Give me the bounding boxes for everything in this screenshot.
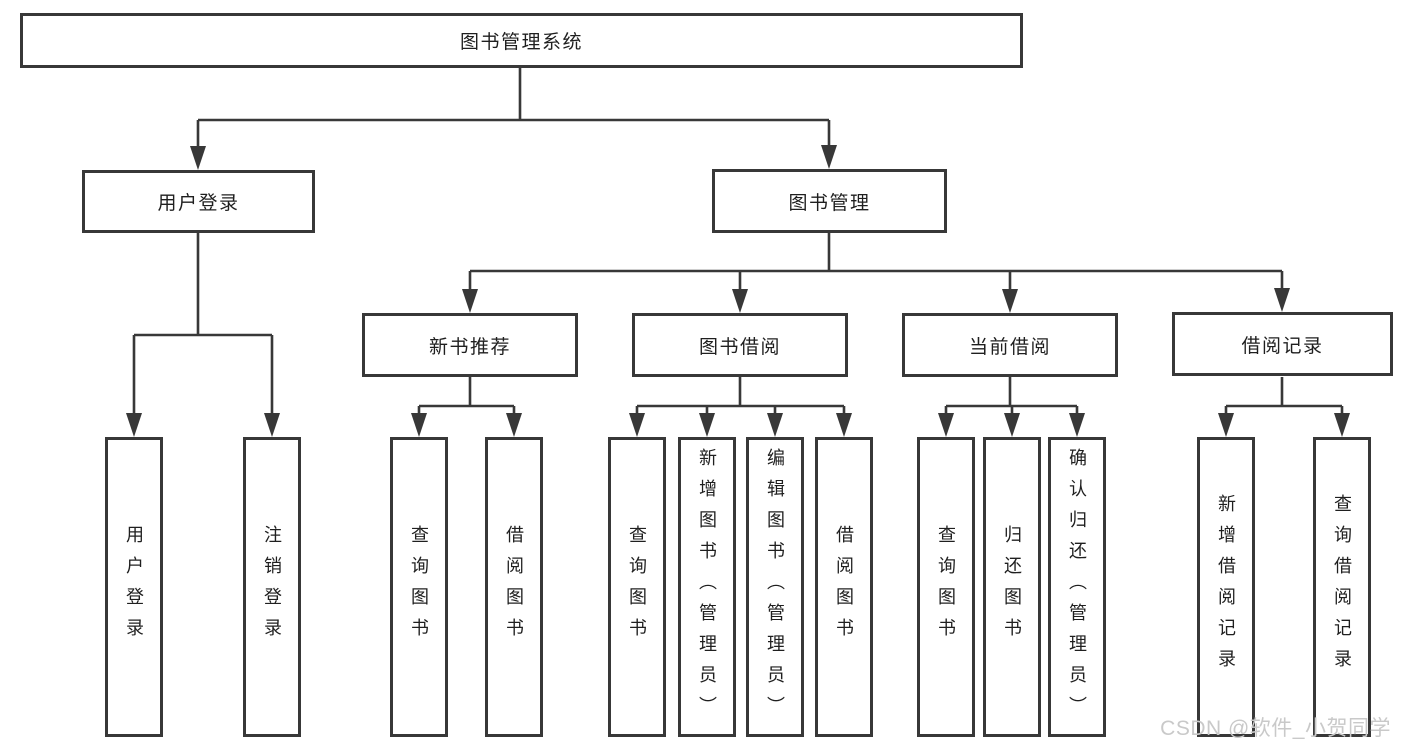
node-label: 当前借阅 — [968, 336, 1051, 358]
node-label: 查询图书 — [936, 525, 956, 649]
node-label: 注销登录 — [262, 525, 282, 649]
node-label: 新增图书（管理员） — [697, 447, 717, 727]
node-label: 查询图书 — [409, 525, 429, 649]
node-label: 借阅图书 — [504, 525, 524, 649]
leaf-edit-books-admin: 编辑图书（管理员） — [746, 437, 804, 737]
leaf-logout: 注销登录 — [243, 437, 301, 737]
leaf-query-books-recommend: 查询图书 — [390, 437, 448, 737]
leaf-borrow-books-recommend: 借阅图书 — [485, 437, 543, 737]
node-current-borrowing: 当前借阅 — [902, 313, 1118, 377]
csdn-watermark: CSDN @软件_小贺同学 — [1160, 717, 1391, 740]
node-library-management-system: 图书管理系统 — [20, 13, 1023, 68]
leaf-confirm-return-admin: 确认归还（管理员） — [1048, 437, 1106, 737]
node-label: 确认归还（管理员） — [1067, 447, 1087, 727]
leaf-borrow-books: 借阅图书 — [815, 437, 873, 737]
node-label: 查询借阅记录 — [1332, 494, 1352, 680]
arrowhead-icons — [126, 145, 1350, 437]
node-label: 编辑图书（管理员） — [765, 447, 785, 727]
node-label: 用户登录 — [124, 525, 144, 649]
leaf-return-books: 归还图书 — [983, 437, 1041, 737]
node-label: 图书管理系统 — [459, 32, 583, 53]
leaf-query-borrow-record: 查询借阅记录 — [1313, 437, 1371, 737]
leaf-query-books-borrowing: 查询图书 — [608, 437, 666, 737]
node-user-login-branch: 用户登录 — [82, 170, 315, 233]
leaf-add-borrow-record: 新增借阅记录 — [1197, 437, 1255, 737]
node-label: 图书借阅 — [698, 336, 781, 358]
node-label: 借阅记录 — [1241, 335, 1324, 357]
leaf-add-books-admin: 新增图书（管理员） — [678, 437, 736, 737]
node-label: 新书推荐 — [428, 336, 511, 358]
node-label: 用户登录 — [157, 193, 240, 214]
leaf-query-books-current: 查询图书 — [917, 437, 975, 737]
leaf-user-login: 用户登录 — [105, 437, 163, 737]
node-book-borrowing: 图书借阅 — [632, 313, 848, 377]
node-borrowing-records: 借阅记录 — [1172, 312, 1393, 376]
node-new-book-recommend: 新书推荐 — [362, 313, 578, 377]
node-label: 图书管理 — [788, 192, 871, 214]
node-label: 查询图书 — [627, 525, 647, 649]
node-label: 借阅图书 — [834, 525, 854, 649]
node-label: 新增借阅记录 — [1216, 494, 1236, 680]
node-label: 归还图书 — [1002, 525, 1022, 649]
node-book-management-branch: 图书管理 — [712, 169, 947, 233]
